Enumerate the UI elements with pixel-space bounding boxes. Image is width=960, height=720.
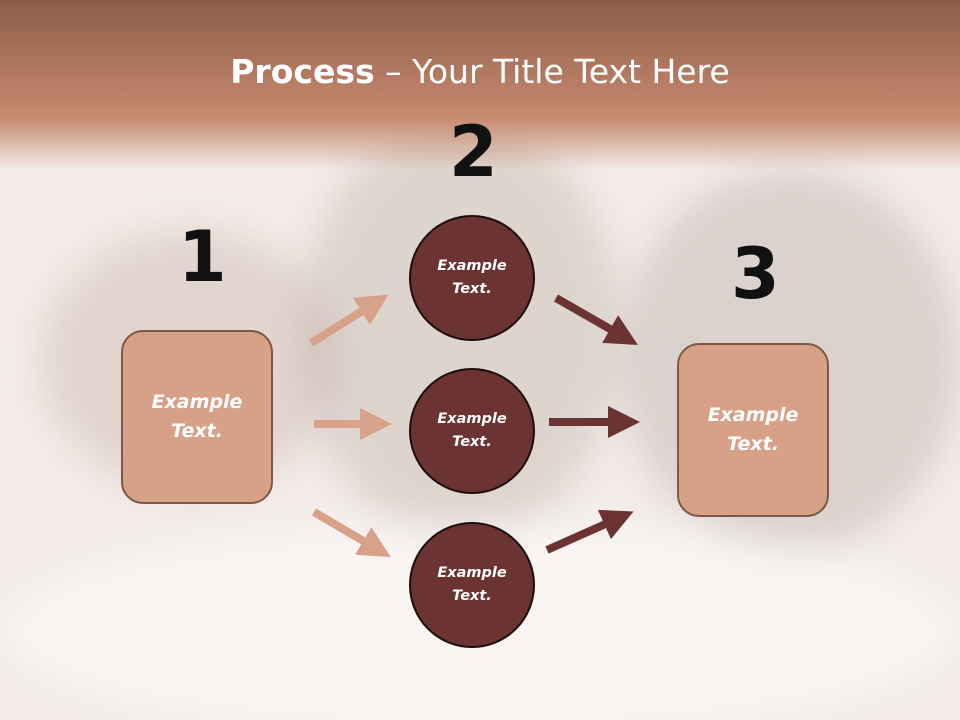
title-rest: – Your Title Text Here	[374, 52, 730, 91]
step2-circle-middle: Example Text.	[409, 368, 535, 494]
header-band	[0, 0, 960, 170]
step2-circle-top: Example Text.	[409, 215, 535, 341]
arrow-box1-to-circle1	[308, 294, 389, 347]
title-bold: Process	[230, 52, 375, 91]
arrow-circle3-to-box3	[545, 509, 634, 554]
step3-box: Example Text.	[677, 343, 829, 517]
slide-title: Process – Your Title Text Here	[0, 52, 960, 91]
step-number-1: 1	[178, 216, 227, 298]
step1-box: Example Text.	[121, 330, 273, 504]
step2-circle-bottom: Example Text.	[409, 522, 535, 648]
step-number-2: 2	[449, 111, 498, 193]
arrow-box1-to-circle3	[311, 508, 391, 558]
arrow-circle1-to-box3	[554, 294, 638, 345]
step-number-3: 3	[731, 233, 780, 315]
